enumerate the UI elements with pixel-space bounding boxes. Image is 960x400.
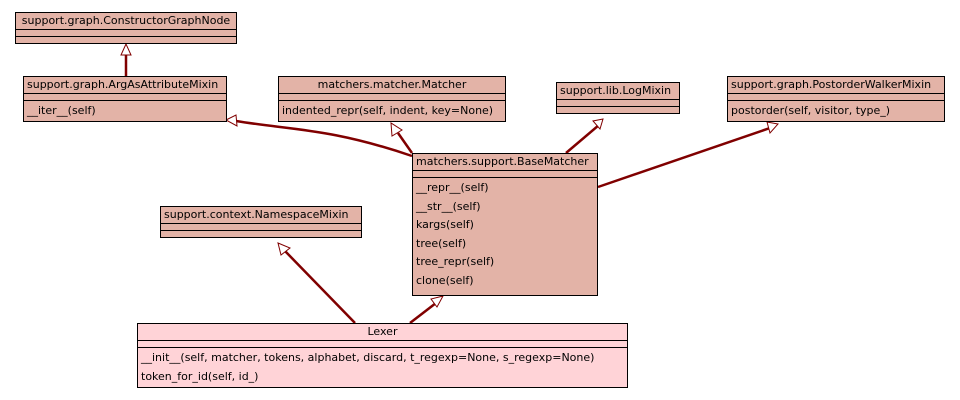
edge-bm-to-lm <box>565 124 600 154</box>
class-name: matchers.support.BaseMatcher <box>413 154 597 171</box>
class-support-context-namespacemixin[interactable]: support.context.NamespaceMixin <box>160 206 362 238</box>
class-name: support.lib.LogMixin <box>557 83 679 100</box>
methods-compartment: __init__(self, matcher, tokens, alphabet… <box>138 348 627 386</box>
class-lexer[interactable]: Lexer __init__(self, matcher, tokens, al… <box>137 323 628 388</box>
method-item: __iter__(self) <box>27 104 96 117</box>
attributes-compartment <box>161 224 361 231</box>
edge-bm-to-pwm <box>597 126 771 189</box>
class-matchers-matcher-matcher[interactable]: matchers.matcher.Matcher indented_repr(s… <box>278 76 506 122</box>
edge-bm-to-aam <box>235 119 413 158</box>
attributes-compartment <box>413 171 597 178</box>
method-item: clone(self) <box>416 273 474 287</box>
arrowhead-lm <box>592 118 604 131</box>
method-item: kargs(self) <box>416 218 474 231</box>
attributes-compartment <box>279 94 505 101</box>
methods-compartment <box>557 107 679 114</box>
class-support-lib-logmixin[interactable]: support.lib.LogMixin <box>556 82 680 114</box>
method-item: token_for_id(self, id_) <box>141 369 259 383</box>
method-item: indented_repr(self, indent, key=None) <box>282 104 494 117</box>
methods-compartment: postorder(self, visitor, type_) <box>728 101 944 121</box>
arrowhead-pwm <box>766 121 779 135</box>
class-support-graph-argasattributemixin[interactable]: support.graph.ArgAsAttributeMixin __iter… <box>23 76 227 122</box>
class-matchers-support-basematcher[interactable]: matchers.support.BaseMatcher __repr__(se… <box>412 153 598 296</box>
attributes-compartment <box>728 94 944 101</box>
class-name: support.context.NamespaceMixin <box>161 207 361 224</box>
class-name: Lexer <box>138 324 627 341</box>
method-item: __str__(self) <box>416 199 481 213</box>
class-support-graph-postorderwalkermixin[interactable]: support.graph.PostorderWalkerMixin posto… <box>727 76 945 122</box>
methods-compartment <box>16 37 236 44</box>
arrowhead-mm <box>390 122 403 137</box>
methods-compartment: __iter__(self) <box>24 101 226 121</box>
method-item: tree_repr(self) <box>416 255 495 268</box>
arrowhead-bm <box>430 295 444 308</box>
attributes-compartment <box>16 30 236 37</box>
edge-bm-to-mm <box>396 132 414 154</box>
method-item: __repr__(self) <box>416 181 489 194</box>
method-item: __init__(self, matcher, tokens, alphabet… <box>141 351 595 364</box>
methods-compartment: indented_repr(self, indent, key=None) <box>279 101 505 121</box>
attributes-compartment <box>138 341 627 348</box>
edge-lexer-to-bm <box>409 302 437 324</box>
methods-compartment <box>161 231 361 238</box>
class-name: support.graph.PostorderWalkerMixin <box>728 77 944 94</box>
arrowhead-nm <box>277 242 291 256</box>
methods-compartment: __repr__(self) __str__(self) kargs(self)… <box>413 178 597 290</box>
class-name: matchers.matcher.Matcher <box>279 77 505 94</box>
edge-lexer-to-nm <box>284 250 356 324</box>
class-name: support.graph.ArgAsAttributeMixin <box>24 77 226 94</box>
arrowhead-cgn <box>120 42 132 56</box>
class-name: support.graph.ConstructorGraphNode <box>16 13 236 30</box>
class-support-graph-constructorgraphnode[interactable]: support.graph.ConstructorGraphNode <box>15 12 237 44</box>
attributes-compartment <box>24 94 226 101</box>
method-item: tree(self) <box>416 236 467 250</box>
attributes-compartment <box>557 100 679 107</box>
arrowhead-aam <box>224 114 238 127</box>
method-item: postorder(self, visitor, type_) <box>731 104 891 117</box>
